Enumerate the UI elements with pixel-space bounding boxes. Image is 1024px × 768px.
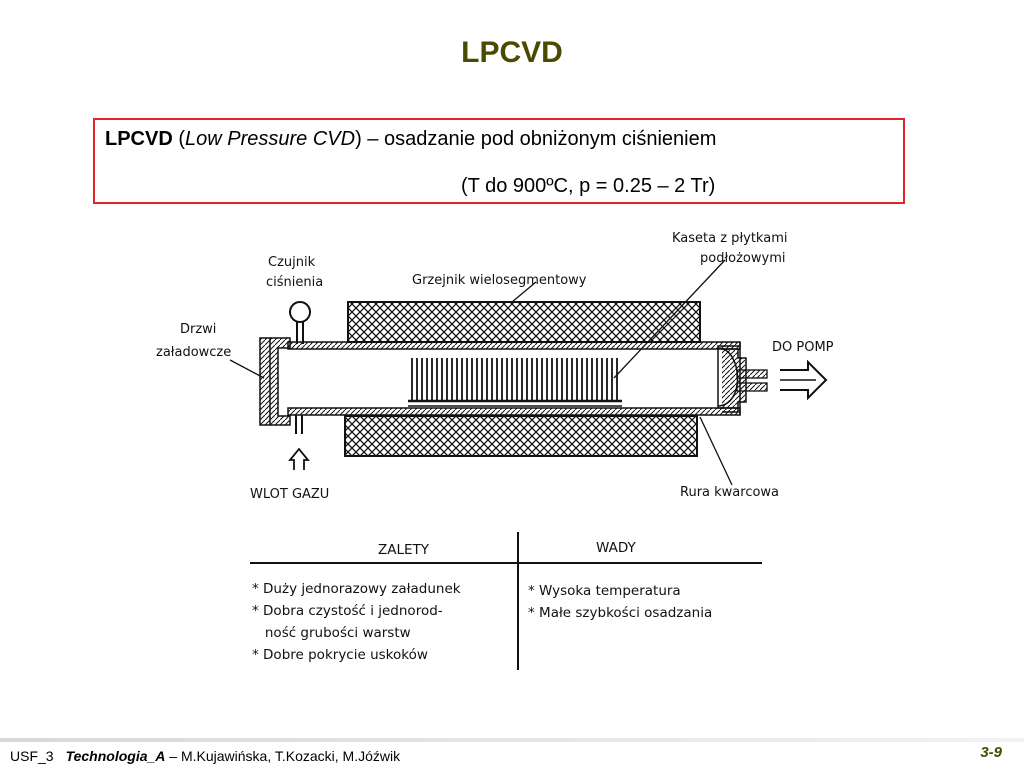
advantages-header: ZALETY: [378, 542, 430, 558]
label-cassette-1: Kaseta z płytkami: [672, 231, 787, 246]
definition-text: LPCVD (Low Pressure CVD) – osadzanie pod…: [105, 128, 716, 151]
advantage-item: * Dobra czystość i jednorod-: [252, 603, 443, 619]
advantage-item: ność grubości warstw: [252, 625, 411, 641]
label-door-2: załadowcze: [156, 345, 231, 360]
quartz-tube: [287, 341, 741, 416]
definition-term: LPCVD: [105, 128, 173, 150]
definition-open-paren: (: [172, 128, 186, 150]
label-gas-inlet: WLOT GAZU: [250, 487, 329, 502]
lpcvd-furnace-diagram: Czujnik ciśnienia Drzwi załadowcze Grzej…: [156, 231, 834, 670]
advantage-item: * Dobre pokrycie uskoków: [252, 647, 428, 663]
wafer-cassette: [408, 358, 622, 407]
leader-lines: [229, 259, 733, 486]
label-cassette-2: podłożowymi: [700, 251, 785, 266]
page-number: 3-9: [980, 744, 1002, 761]
exhaust-flange: [722, 348, 768, 413]
pressure-sensor: [289, 301, 311, 344]
gas-inlet: [288, 415, 310, 470]
footer-divider: [0, 738, 1024, 742]
upper-heater: [347, 301, 701, 343]
footer-authors: – M.Kujawińska, T.Kozacki, M.Jóźwik: [165, 748, 401, 764]
to-pumps-arrow-icon: [780, 359, 828, 401]
definition-expansion: Low Pressure CVD: [185, 128, 356, 150]
pros-cons-table: ZALETY WADY * Duży jednorazowy załadunek…: [250, 532, 762, 670]
definition-rest: ) – osadzanie pod obniżonym ciśnieniem: [355, 128, 717, 150]
label-quartz-tube: Rura kwarcowa: [680, 485, 779, 500]
definition-conditions: (T do 900ºC, p = 0.25 – 2 Tr): [461, 175, 716, 197]
label-heater: Grzejnik wielosegmentowy: [412, 273, 587, 288]
definition-box: LPCVD (Low Pressure CVD) – osadzanie pod…: [93, 118, 905, 204]
label-door-1: Drzwi: [180, 322, 216, 337]
label-pressure-sensor-1: Czujnik: [268, 255, 316, 270]
footer-credits: USF_3 Technologia_A – M.Kujawińska, T.Koz…: [10, 748, 400, 764]
disadvantages-header: WADY: [596, 540, 637, 556]
lower-heater: [344, 415, 698, 457]
label-to-pumps: DO POMP: [772, 340, 834, 355]
disadvantage-item: * Małe szybkości osadzania: [528, 605, 712, 621]
loading-door: [259, 337, 291, 426]
footer-technology: Technologia_A: [65, 748, 166, 764]
page-title: LPCVD: [461, 36, 563, 69]
label-pressure-sensor-2: ciśnienia: [266, 275, 323, 290]
disadvantage-item: * Wysoka temperatura: [528, 583, 681, 599]
advantage-item: * Duży jednorazowy załadunek: [252, 581, 461, 597]
footer-course: USF_3: [10, 748, 54, 764]
